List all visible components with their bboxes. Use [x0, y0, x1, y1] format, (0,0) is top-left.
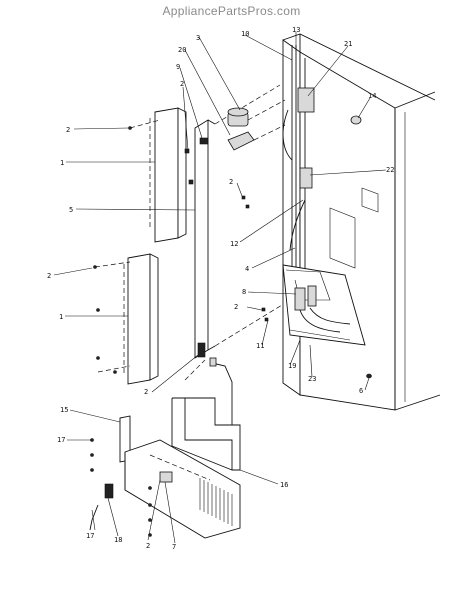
callout-8: 8	[242, 288, 246, 296]
top-components	[199, 99, 286, 151]
callout-2: 2	[234, 303, 238, 311]
leader-lines	[53, 32, 387, 544]
callout-22: 22	[386, 166, 394, 174]
callout-2: 2	[180, 80, 184, 88]
side-panel-upper	[149, 107, 187, 243]
callout-14: 14	[368, 92, 376, 100]
watermark: AppliancePartsPros.com	[162, 4, 301, 18]
callout-2: 2	[47, 272, 51, 280]
callout-15: 15	[60, 406, 68, 414]
callout-21: 21	[344, 40, 352, 48]
lower-cutaway-assembly	[282, 264, 366, 346]
callout-16: 16	[280, 481, 288, 489]
side-panel-lower	[123, 253, 159, 385]
callout-labels: 2 1 5 2 1 2 3 20 9 10 13 21 14 22 2 12 4…	[47, 26, 394, 551]
callout-5: 5	[69, 206, 73, 214]
callout-1: 1	[60, 159, 64, 167]
callout-23: 23	[308, 375, 316, 383]
screw-leads	[93, 119, 206, 381]
callout-6: 6	[359, 387, 363, 395]
callout-2: 2	[144, 388, 148, 396]
callout-1: 1	[59, 313, 63, 321]
callout-10: 10	[241, 30, 249, 38]
duct-cover	[171, 397, 241, 471]
callout-2: 2	[146, 542, 150, 550]
callout-12: 12	[230, 240, 238, 248]
callout-13: 13	[292, 26, 300, 34]
callout-7: 7	[172, 543, 176, 551]
bottom-grille-panel	[89, 415, 241, 539]
callout-4: 4	[245, 265, 249, 273]
clip-hardware	[184, 148, 269, 425]
callout-17: 17	[57, 436, 65, 444]
callout-17: 17	[86, 532, 94, 540]
liner-panel	[194, 84, 283, 359]
callout-9: 9	[176, 63, 180, 71]
callout-19: 19	[288, 362, 296, 370]
callout-18: 18	[114, 536, 122, 544]
callout-2: 2	[66, 126, 70, 134]
water-line-assembly	[282, 45, 315, 270]
callout-11: 11	[256, 342, 264, 350]
callout-20: 20	[178, 46, 186, 54]
callout-3: 3	[196, 34, 200, 42]
callout-2: 2	[229, 178, 233, 186]
